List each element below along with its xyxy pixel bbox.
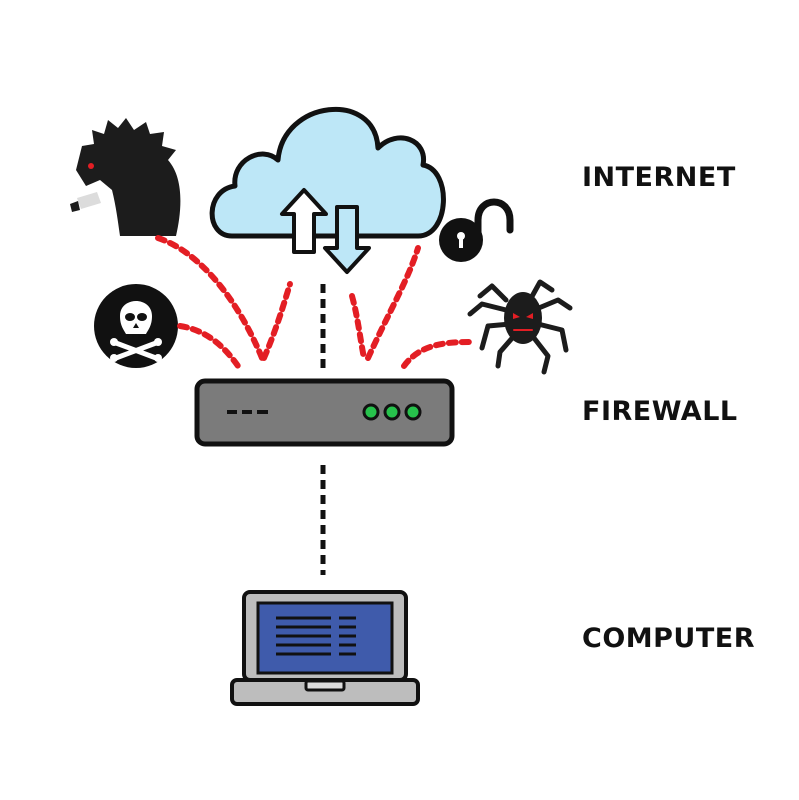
threat-link-padlock (365, 245, 421, 361)
threat-link-cloud-left (261, 281, 293, 361)
unlocked-padlock-icon (439, 198, 514, 262)
threat-link-skull (177, 323, 241, 369)
laptop-icon (230, 590, 420, 706)
threat-link-trojan (155, 235, 265, 361)
threat-links (155, 235, 473, 369)
threat-link-spider (401, 339, 473, 369)
firewall-appliance-icon (194, 378, 455, 447)
trojan-horse-icon (70, 118, 181, 236)
internet-label: INTERNET (582, 162, 736, 193)
spider-bug-icon (467, 279, 573, 375)
download-arrow-icon (323, 205, 371, 274)
firewall-label: FIREWALL (582, 396, 738, 427)
skull-crossbones-icon (94, 284, 178, 368)
threat-link-cloud-right (349, 293, 367, 361)
upload-arrow-icon (280, 188, 328, 254)
cloud-icon (209, 106, 446, 239)
computer-label: COMPUTER (582, 623, 756, 654)
